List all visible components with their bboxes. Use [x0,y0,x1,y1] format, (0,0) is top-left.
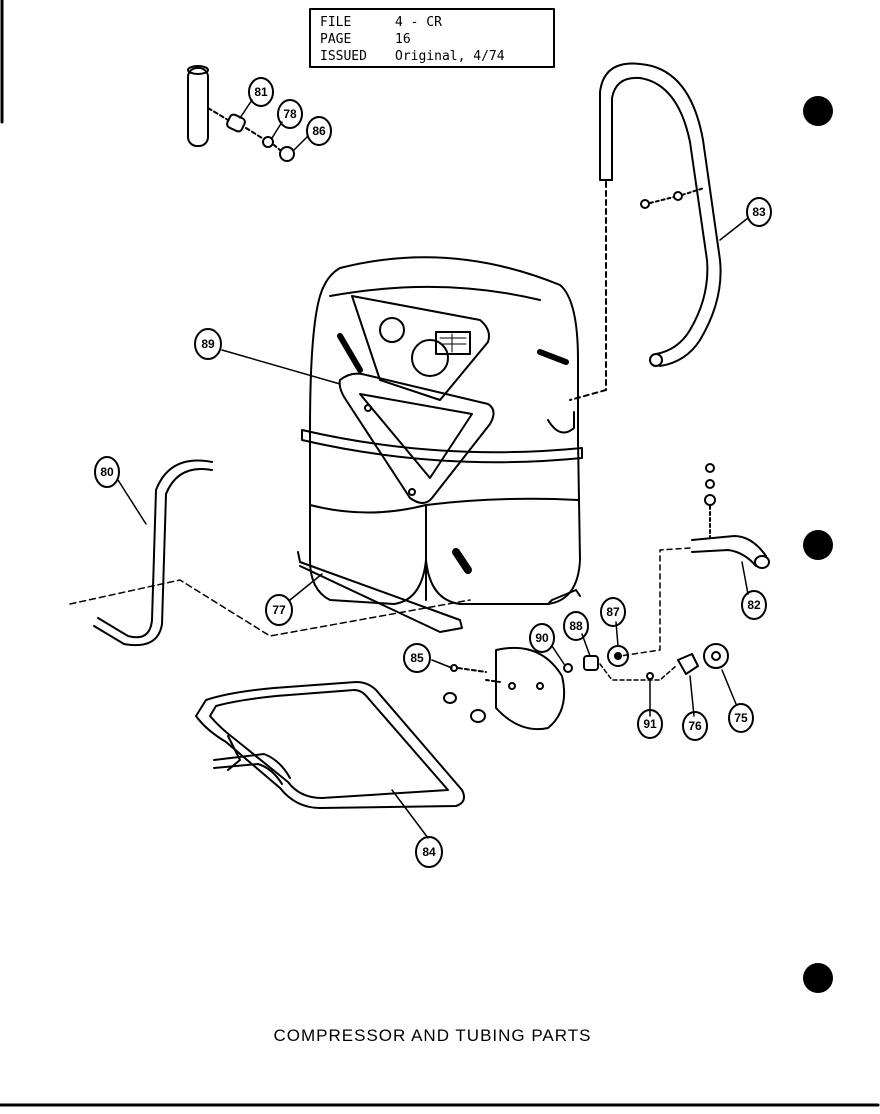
callout-80: 80 [94,456,120,488]
callout-85: 85 [403,643,431,673]
header-file-label: FILE [320,15,351,30]
callout-87: 87 [600,597,626,627]
svg-text:77: 77 [272,603,286,617]
callout-75: 75 [728,703,754,733]
svg-text:87: 87 [606,605,620,619]
callout-78: 78 [277,99,303,129]
callout-90: 90 [529,623,555,653]
svg-text:90: 90 [535,631,549,645]
compressor-body [297,256,583,633]
svg-text:82: 82 [747,598,761,612]
header-issued-label: ISSUED [320,49,367,64]
callout-84: 84 [415,836,443,868]
svg-text:85: 85 [410,651,424,665]
svg-text:80: 80 [100,465,114,479]
base-gasket [195,681,465,809]
svg-text:83: 83 [752,205,766,219]
punch-hole-middle [803,530,833,560]
callout-86: 86 [306,116,332,146]
callout-82: 82 [741,590,767,620]
callout-77: 77 [265,594,293,626]
service-valve-assembly [187,65,295,162]
punch-hole-bottom [803,963,833,993]
svg-text:76: 76 [688,719,702,733]
svg-text:78: 78 [283,107,297,121]
svg-text:89: 89 [201,337,215,351]
callout-81: 81 [248,77,274,107]
svg-text:84: 84 [422,845,436,859]
header-file-value: 4 - CR [395,15,442,30]
header-page-value: 16 [395,32,411,47]
suction-tube [69,459,471,646]
callout-83: 83 [746,197,772,227]
process-tube [619,463,770,657]
callout-88: 88 [563,611,589,641]
diagram-caption: COMPRESSOR AND TUBING PARTS [273,1026,592,1045]
svg-text:75: 75 [734,711,748,725]
header-box: FILE 4 - CR PAGE 16 ISSUED Original, 4/7… [309,8,555,68]
leader-lines [117,99,749,839]
callout-91: 91 [637,709,663,739]
punch-hole-top [803,96,833,126]
svg-text:86: 86 [312,124,326,138]
header-page-label: PAGE [320,32,351,47]
svg-text:91: 91 [643,717,657,731]
svg-text:81: 81 [254,85,268,99]
callout-76: 76 [682,711,708,741]
callout-89: 89 [194,328,222,360]
discharge-tube [569,62,722,401]
svg-text:88: 88 [569,619,583,633]
terminal-cover [338,295,495,504]
header-issued-value: Original, 4/74 [395,49,505,64]
